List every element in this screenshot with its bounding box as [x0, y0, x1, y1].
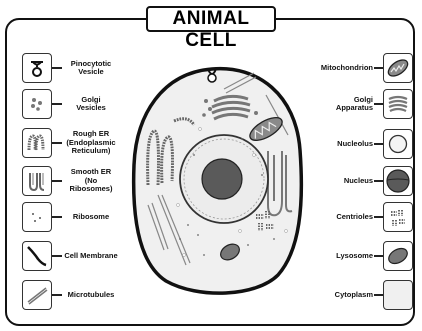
legend-item-golgi-vesicles: Golgi Vesicles	[22, 89, 120, 119]
smooth-er-icon	[22, 166, 52, 196]
golgi-apparatus-icon	[383, 89, 413, 119]
legend-item-lysosome: Lysosome	[305, 241, 413, 271]
legend-item-ribosome: Ribosome	[22, 202, 120, 232]
legend-item-nucleolus: Nucleolus	[305, 129, 413, 159]
legend-label: Cytoplasm	[305, 291, 374, 300]
golgi-vesicles-icon	[22, 89, 52, 119]
legend-label: Microtubules	[62, 291, 120, 300]
legend-item-microtubules: Microtubules	[22, 280, 120, 310]
legend-label: Centrioles	[305, 213, 374, 222]
legend-label: Rough ER (Endoplasmic Reticulum)	[62, 130, 120, 156]
legend-item-cytoplasm: Cytoplasm	[305, 280, 413, 310]
nucleus-icon	[383, 166, 413, 196]
legend-label: Nucleolus	[305, 140, 374, 149]
microtubules-icon	[22, 280, 52, 310]
legend-label: Pinocytotic Vesicle	[62, 60, 120, 77]
legend-item-smooth-er: Smooth ER (No Ribosomes)	[22, 166, 120, 196]
legend-label: Golgi Apparatus	[305, 96, 374, 113]
mitochondrion-icon	[383, 53, 413, 83]
diagram-title: ANIMAL CELL	[146, 6, 276, 32]
legend-label: Golgi Vesicles	[62, 96, 120, 113]
cell-membrane-icon	[22, 241, 52, 271]
legend-item-rough-er: Rough ER (Endoplasmic Reticulum)	[22, 128, 120, 158]
ribosome-icon	[22, 202, 52, 232]
legend-label: Lysosome	[305, 252, 374, 261]
legend-item-nucleus: Nucleus	[305, 166, 413, 196]
legend-label: Nucleus	[305, 177, 374, 186]
pinocytotic-vesicle-icon	[22, 53, 52, 83]
lysosome-icon	[383, 241, 413, 271]
centrioles-icon	[383, 202, 413, 232]
cytoplasm-icon	[383, 280, 413, 310]
nucleolus	[202, 159, 242, 199]
animal-cell-illustration	[128, 55, 306, 300]
legend-label: Mitochondrion	[305, 64, 374, 73]
rough-er-icon	[22, 128, 52, 158]
legend-label: Cell Membrane	[62, 252, 120, 261]
legend-label: Ribosome	[62, 213, 120, 222]
legend-item-cell-membrane: Cell Membrane	[22, 241, 120, 271]
legend-item-pinocytotic-vesicle: Pinocytotic Vesicle	[22, 53, 120, 83]
legend-label: Smooth ER (No Ribosomes)	[62, 168, 120, 194]
nucleolus-icon	[383, 129, 413, 159]
legend-item-golgi-apparatus: Golgi Apparatus	[305, 89, 413, 119]
legend-item-centrioles: Centrioles	[305, 202, 413, 232]
legend-item-mitochondrion: Mitochondrion	[305, 53, 413, 83]
nucleus	[180, 135, 268, 223]
